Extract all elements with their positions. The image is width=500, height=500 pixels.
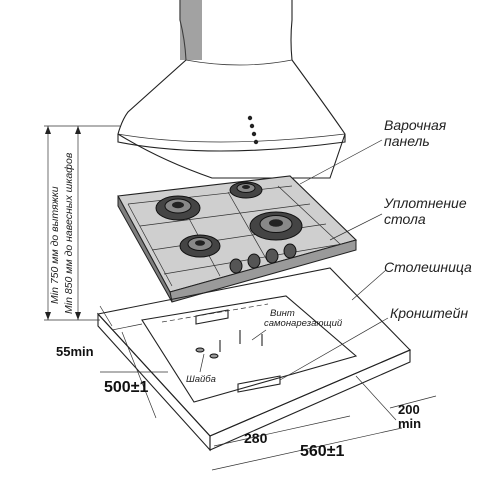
bracket-front bbox=[237, 375, 281, 393]
dim-bracket-spacing: 280 bbox=[244, 430, 268, 446]
screws bbox=[219, 330, 263, 352]
cabinet-clearance-note: Min 850 мм до навесных шкафов bbox=[63, 152, 75, 314]
label-screw-line1: Винт bbox=[270, 308, 295, 319]
burner-rear-right bbox=[229, 181, 263, 199]
hood-control-buttons bbox=[247, 115, 259, 145]
label-seal-line2: стола bbox=[384, 211, 426, 227]
dim-width: 560±1 bbox=[300, 443, 344, 460]
label-countertop: Столешница bbox=[384, 259, 472, 275]
gas-hob bbox=[117, 175, 358, 303]
control-knobs bbox=[229, 243, 297, 274]
leader-lines bbox=[199, 139, 389, 381]
countertop bbox=[96, 267, 411, 452]
dimension-lines bbox=[99, 305, 437, 471]
label-screw-line2: самонарезающий bbox=[264, 318, 343, 329]
countertop-cutout bbox=[141, 295, 358, 403]
label-washer: Шайба bbox=[186, 374, 216, 385]
burner-front-left bbox=[179, 234, 221, 258]
dim-rear-min-value: 200 bbox=[398, 402, 420, 417]
label-bracket: Кронштейн bbox=[390, 305, 468, 321]
label-hob-line1: Варочная bbox=[384, 117, 447, 133]
hood-clearance-note: Min 750 мм до вытяжки bbox=[49, 186, 61, 304]
vertical-clearance-dimension bbox=[44, 125, 120, 321]
label-seal-line1: Уплотнение bbox=[383, 195, 467, 211]
range-hood bbox=[117, 0, 346, 179]
washers bbox=[195, 347, 219, 359]
dim-depth: 500±1 bbox=[104, 379, 148, 396]
burner-front-right bbox=[249, 211, 303, 241]
dim-edge-min: 55min bbox=[56, 344, 94, 359]
label-hob-line2: панель bbox=[384, 133, 430, 149]
dim-rear-min-label: min bbox=[398, 416, 421, 431]
bracket-rear bbox=[195, 309, 229, 325]
hood-chimney-shade bbox=[180, 0, 202, 60]
burner-rear-left bbox=[155, 195, 201, 221]
